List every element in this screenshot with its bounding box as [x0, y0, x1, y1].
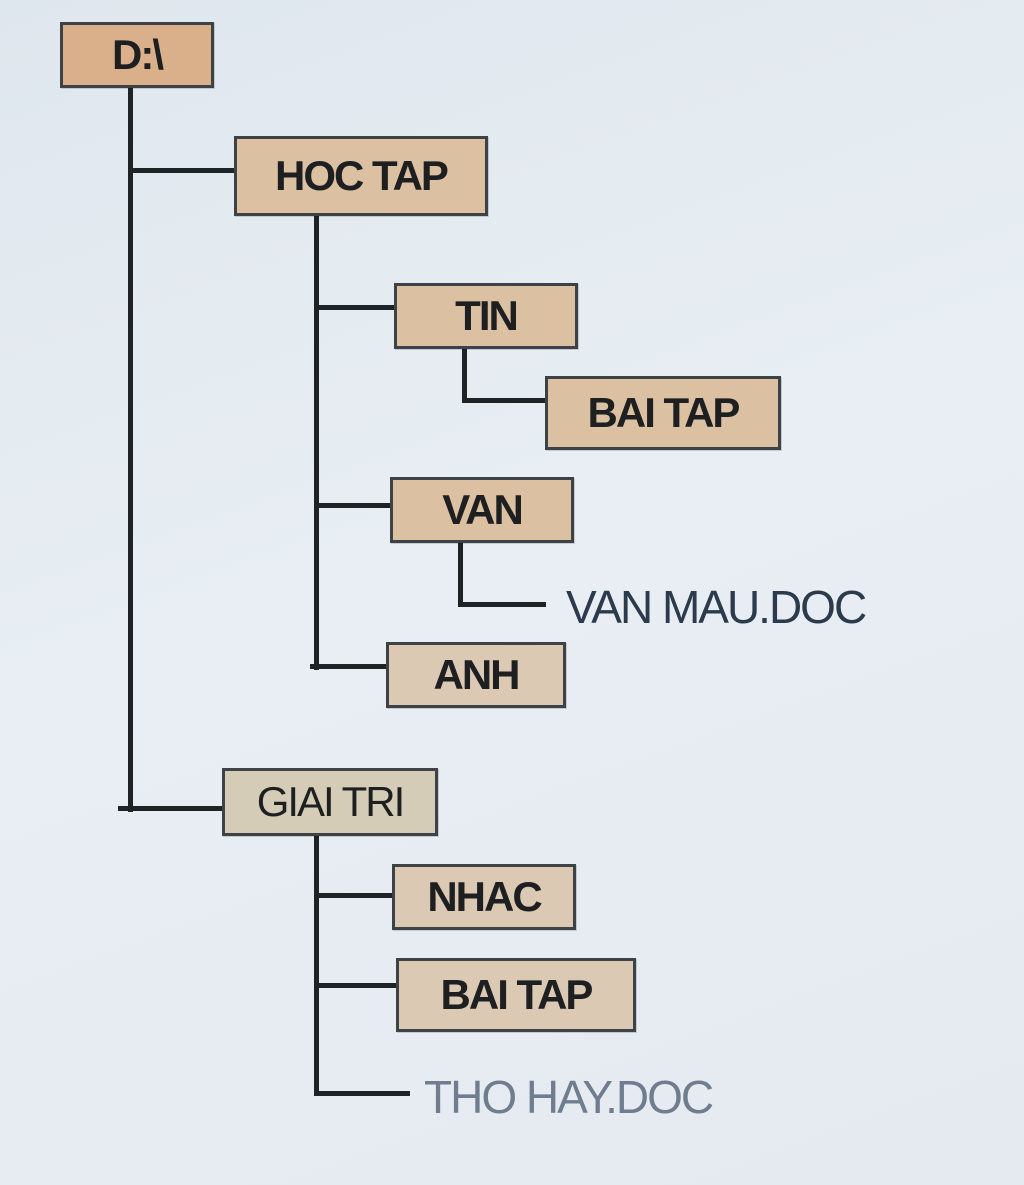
folder-label-giai-tri-bai-tap: BAI TAP	[440, 971, 594, 1018]
connector-giai-tri-trunk	[314, 834, 319, 1096]
folder-node-tin-bai-tap: BAI TAP	[545, 376, 781, 450]
folder-node-hoc-tap: HOC TAP	[234, 136, 488, 216]
connector-hoc-tap-tin	[314, 305, 396, 310]
file-tho-hay-doc: THO HAY.DOC	[424, 1071, 714, 1123]
folder-label-anh: ANH	[433, 651, 521, 698]
connector-tin-bai-tap	[462, 398, 547, 403]
folder-node-giai-tri-bai-tap: BAI TAP	[396, 958, 636, 1032]
connector-giai-tri-nhac	[314, 893, 394, 898]
connector-tin-trunk	[462, 348, 467, 403]
connector-hoc-tap-van	[314, 503, 392, 508]
folder-node-nhac: NHAC	[392, 864, 576, 930]
folder-label-hoc-tap: HOC TAP	[275, 152, 449, 199]
folder-node-root: D:\	[60, 22, 214, 88]
folder-label-nhac: NHAC	[427, 873, 542, 920]
folder-label-van: VAN	[442, 486, 524, 533]
folder-node-van: VAN	[390, 477, 574, 543]
folder-label-tin: TIN	[455, 292, 519, 339]
file-van-mau-doc: VAN MAU.DOC	[566, 581, 867, 633]
connector-giai-tri-file	[314, 1091, 410, 1096]
folder-node-tin: TIN	[394, 283, 578, 349]
folder-label-root: D:\	[112, 31, 164, 78]
connector-hoc-tap-trunk	[314, 214, 319, 670]
connector-van-trunk	[458, 541, 463, 607]
folder-node-anh: ANH	[386, 642, 566, 708]
folder-label-tin-bai-tap: BAI TAP	[587, 389, 741, 436]
folder-node-giai-tri: GIAI TRI	[222, 768, 438, 836]
connector-van-file	[458, 602, 546, 607]
connector-root-trunk	[128, 88, 133, 812]
connector-giai-tri-bai-tap	[314, 983, 398, 988]
folder-label-giai-tri: GIAI TRI	[256, 778, 406, 825]
connector-root-hoc-tap	[128, 168, 236, 173]
connector-hoc-tap-anh	[310, 664, 390, 669]
connector-root-giai-tri	[118, 806, 226, 811]
